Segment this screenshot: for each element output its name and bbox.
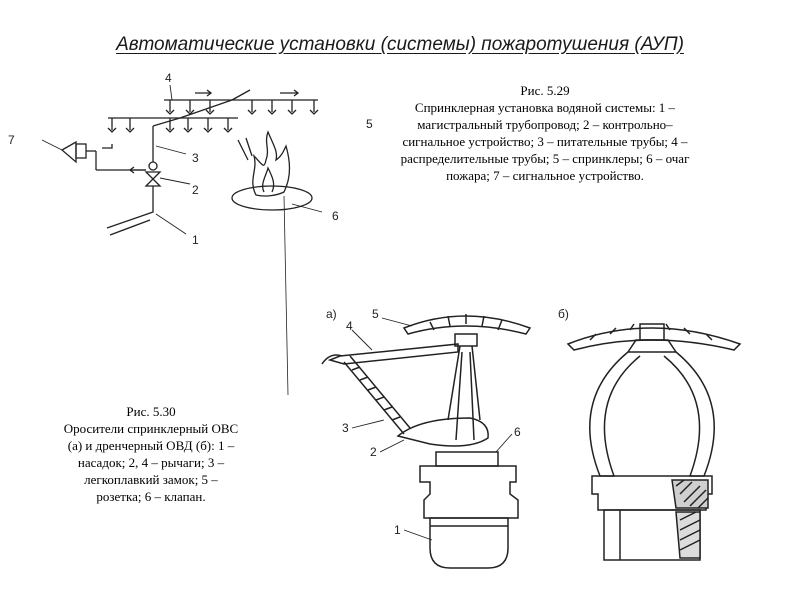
control-signal-valve — [144, 161, 162, 196]
sprinkler-ovs-drawing: а) 5 4 3 2 6 — [321, 307, 532, 569]
label-a-1: 1 — [394, 523, 401, 537]
main-pipeline-lower — [109, 219, 151, 236]
drencher-ovd-drawing: б) — [558, 307, 742, 561]
lever-2 — [396, 417, 489, 447]
body — [419, 465, 519, 519]
signal-device-siren — [60, 140, 146, 171]
caption-fig-5-29: Рис. 5.29 Спринклерная установка водяной… — [400, 82, 690, 184]
label-5: 5 — [366, 117, 373, 131]
lever-4 — [327, 343, 459, 365]
caption-fig-5-29-number: Рис. 5.29 — [520, 83, 570, 98]
drencher-nozzle — [603, 509, 701, 561]
rosette — [402, 315, 532, 335]
label-3: 3 — [192, 151, 199, 165]
label-6: 6 — [332, 209, 339, 223]
label-a-6: 6 — [514, 425, 521, 439]
label-leaders-529 — [41, 84, 323, 235]
label-7: 7 — [8, 133, 15, 147]
valve — [435, 451, 499, 467]
label-a-4: 4 — [346, 319, 353, 333]
page-title: Автоматические установки (системы) пожар… — [116, 34, 684, 55]
label-a-5: 5 — [372, 307, 379, 321]
drencher-rosette — [566, 327, 742, 351]
nozzle — [429, 517, 509, 569]
label-2: 2 — [192, 183, 199, 197]
label-a-3: 3 — [342, 421, 349, 435]
caption-fig-5-29-text: Спринклерная установка водяной системы: … — [400, 100, 690, 183]
drencher-arm-right — [663, 351, 715, 477]
sprinkler-heads-lower — [107, 118, 233, 133]
caption-fig-5-30: Рис. 5.30 Оросители спринклерный ОВС (а)… — [62, 403, 240, 505]
panel-a-label: а) — [326, 307, 337, 321]
fusible-lock — [343, 355, 411, 435]
label-4: 4 — [165, 71, 172, 85]
distribution-diagonal — [179, 99, 233, 119]
panel-b-label: б) — [558, 307, 569, 321]
leader-line — [283, 195, 289, 396]
caption-fig-5-30-number: Рис. 5.30 — [126, 404, 176, 419]
sprinkler-system-schematic: 4 5 7 3 2 1 6 — [8, 71, 373, 396]
main-pipeline — [106, 196, 154, 229]
label-1: 1 — [192, 233, 199, 247]
label-a-2: 2 — [370, 445, 377, 459]
drencher-arm-left — [589, 351, 641, 477]
sprinkler-heads-upper — [165, 100, 319, 115]
fire-source — [231, 130, 313, 211]
caption-fig-5-30-text: Оросители спринклерный ОВС (а) и дренчер… — [63, 421, 239, 504]
